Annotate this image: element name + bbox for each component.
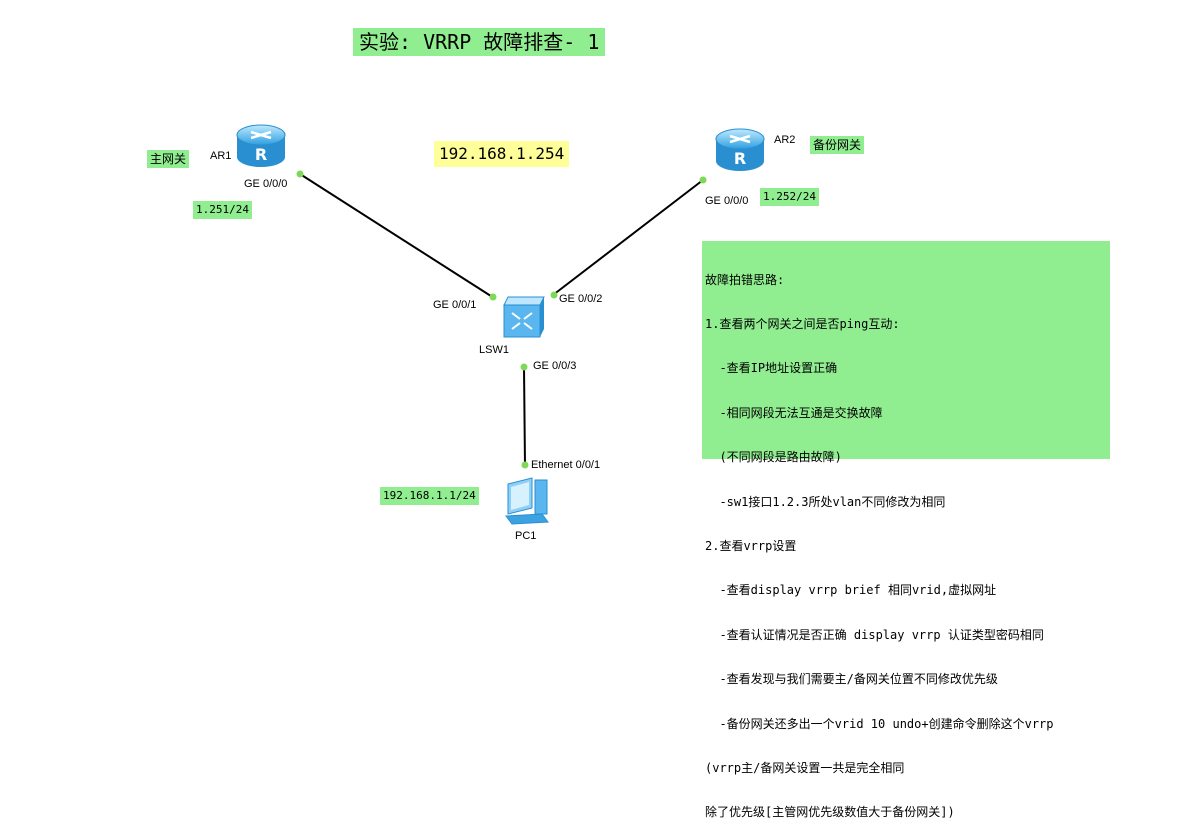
pc1-name: PC1	[515, 530, 537, 542]
pc1-port-label: Ethernet 0/0/1	[531, 459, 601, 471]
lsw1-port-3-label: GE 0/0/3	[533, 360, 577, 372]
topology-links	[296, 170, 707, 469]
port-dot-pc1	[521, 461, 529, 469]
lsw1-name: LSW1	[479, 344, 509, 356]
link-lsw1-pc1[interactable]	[523, 366, 526, 467]
notes-line: -查看IP地址设置正确	[705, 361, 838, 376]
ar2-ip-label: 1.252/24	[760, 188, 819, 206]
notes-line: 2.查看vrrp设置	[705, 538, 797, 553]
ar2-port-label: GE 0/0/0	[705, 195, 749, 207]
link-ar2-lsw1[interactable]	[552, 179, 704, 296]
port-dot-lsw1-p2	[550, 291, 558, 299]
svg-text:R: R	[255, 145, 267, 164]
ar2-name: AR2	[774, 134, 796, 146]
ar1-port-label: GE 0/0/0	[244, 178, 288, 190]
notes-line: -查看display vrrp brief 相同vrid,虚拟网址	[705, 583, 997, 598]
virtual-ip-label: 192.168.1.254	[434, 141, 570, 167]
ar1-role-label: 主网关	[147, 150, 190, 168]
port-dot-ar2	[699, 176, 707, 184]
notes-line: 故障拍错思路:	[705, 272, 785, 287]
notes-line: (不同网段是路由故障)	[705, 450, 842, 465]
ar1-name: AR1	[210, 150, 232, 162]
notes-line: 除了优先级[主管网优先级数值大于备份网关])	[705, 805, 955, 820]
router-icon: R	[236, 124, 286, 167]
notes-line: -查看认证情况是否正确 display vrrp 认证类型密码相同	[705, 627, 1044, 642]
port-dot-lsw1-p1	[489, 293, 497, 301]
port-dot-ar1	[296, 170, 304, 178]
pc-icon	[505, 477, 549, 525]
troubleshooting-notes: 故障拍错思路: 1.查看两个网关之间是否ping互动: -查看IP地址设置正确 …	[702, 241, 1110, 819]
lsw1-port-2-label: GE 0/0/2	[559, 293, 603, 305]
ar2-role-label: 备份网关	[810, 136, 865, 154]
page-title: 实验: VRRP 故障排查- 1	[353, 28, 606, 56]
port-dots	[296, 170, 707, 469]
notes-line: -备份网关还多出一个vrid 10 undo+创建命令删除这个vrrp	[705, 716, 1054, 731]
notes-line: -查看发现与我们需要主/备网关位置不同修改优先级	[705, 672, 998, 687]
svg-text:R: R	[734, 149, 746, 168]
notes-line: -sw1接口1.2.3所处vlan不同修改为相同	[705, 494, 946, 509]
pc1-ip-label: 192.168.1.1/24	[380, 487, 479, 505]
lsw1-port-1-label: GE 0/0/1	[433, 299, 477, 311]
switch-lsw1[interactable]	[500, 295, 546, 339]
router-ar2[interactable]: R	[713, 126, 767, 174]
notes-line: 1.查看两个网关之间是否ping互动:	[705, 316, 900, 331]
port-dot-lsw1-p3	[520, 363, 528, 371]
switch-icon	[503, 296, 545, 338]
link-ar1-lsw1[interactable]	[299, 173, 495, 299]
notes-line: -相同网段无法互通是交换故障	[705, 405, 883, 420]
router-ar1[interactable]: R	[234, 122, 288, 170]
notes-line: (vrrp主/备网关设置一共是完全相同	[705, 760, 905, 775]
ar1-ip-label: 1.251/24	[193, 201, 252, 219]
router-icon: R	[715, 128, 765, 171]
pc-pc1[interactable]	[502, 476, 552, 526]
